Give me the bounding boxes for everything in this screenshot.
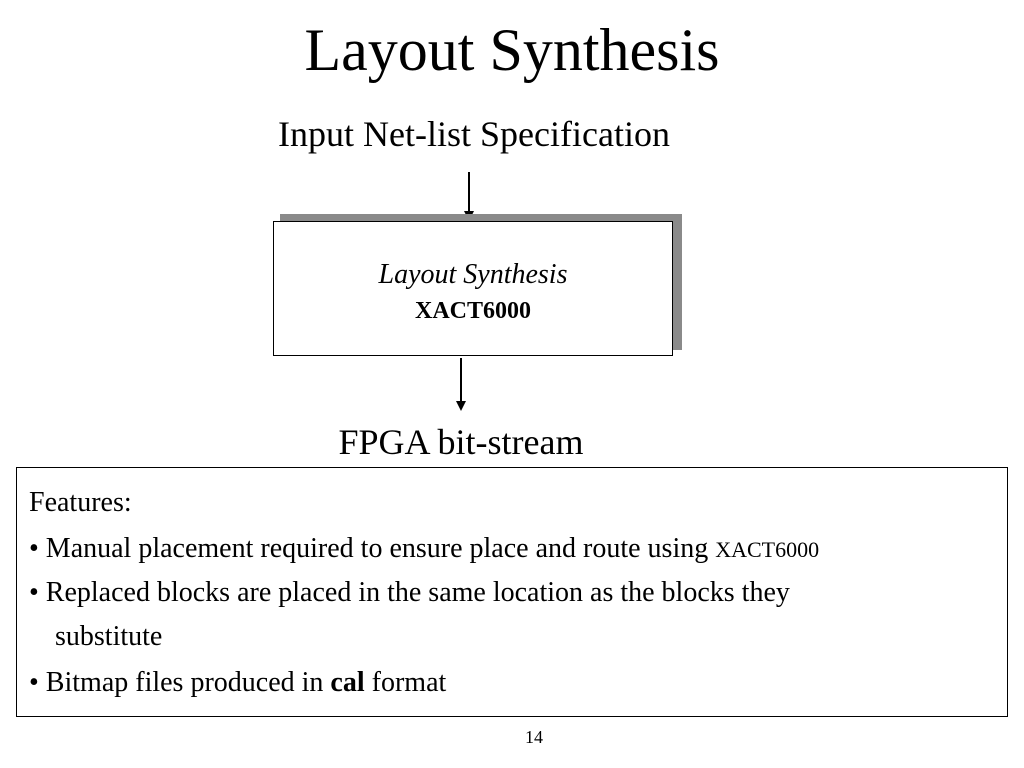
- feature-item-term: cal: [330, 667, 365, 698]
- feature-item-term: XACT6000: [715, 537, 820, 562]
- synthesis-box-title: Layout Synthesis: [378, 259, 568, 290]
- features-heading: Features:: [29, 487, 132, 518]
- feature-item-replaced-blocks: • Replaced blocks are placed in the same…: [29, 577, 790, 608]
- page-number: 14: [525, 727, 543, 747]
- synthesis-process-box: Layout Synthesis XACT6000: [273, 221, 673, 356]
- features-box: Features: • Manual placement required to…: [16, 467, 1008, 717]
- feature-item-text: • Manual placement required to ensure pl…: [29, 533, 716, 564]
- feature-item-text: format: [364, 667, 447, 698]
- feature-item-bitmap-files: • Bitmap files produced in cal format: [29, 666, 446, 700]
- output-bitstream-label: FPGA bit-stream: [338, 422, 584, 462]
- feature-item-manual-placement: • Manual placement required to ensure pl…: [29, 532, 819, 567]
- feature-item-text: • Bitmap files produced in: [29, 667, 331, 698]
- slide-title: Layout Synthesis: [304, 17, 720, 83]
- feature-item-replaced-blocks-continued: substitute: [55, 621, 163, 652]
- input-netlist-label: Input Net-list Specification: [278, 114, 670, 154]
- synthesis-box-tool: XACT6000: [414, 298, 531, 324]
